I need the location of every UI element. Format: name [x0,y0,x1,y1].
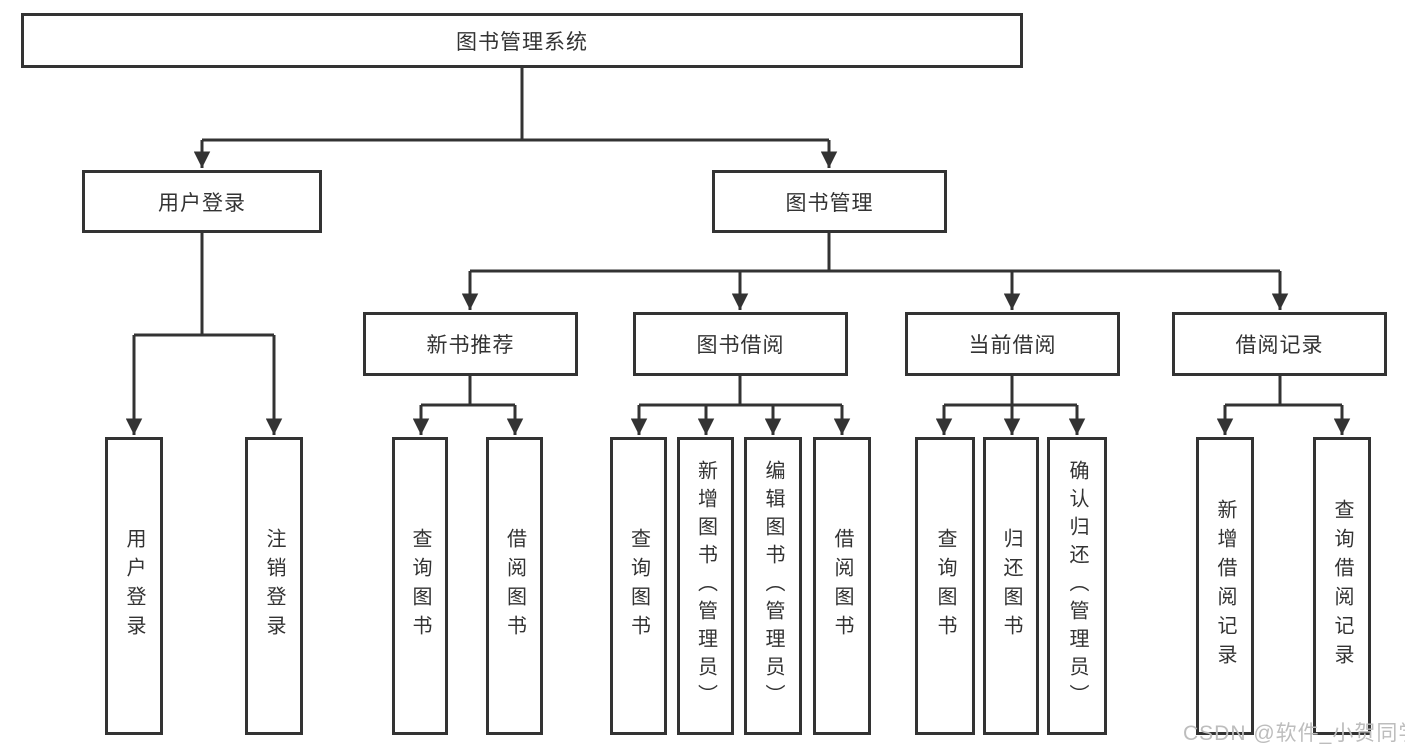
connector-borrow-records-children [1216,376,1351,435]
leaf-logout: 注销登录 [245,437,303,735]
connector-current-borrow-children [935,376,1086,435]
leaf-nb-query-books-label: 查询图书 [409,528,431,644]
leaf-br-add-record-label: 新增借阅记录 [1214,499,1236,673]
leaf-nb-query-books: 查询图书 [392,437,448,735]
node-book-mgmt-label: 图书管理 [785,191,874,215]
node-borrow-records-label: 借阅记录 [1235,334,1324,357]
node-book-borrow-label: 图书借阅 [696,334,785,357]
leaf-bb-query-books: 查询图书 [610,437,667,735]
node-current-borrow: 当前借阅 [905,312,1120,376]
leaf-cb-confirm-return-label: 确认归还（管理员） [1066,460,1088,712]
node-book-borrow: 图书借阅 [633,312,848,376]
leaf-cb-query-books-label: 查询图书 [934,528,956,644]
connector-user-login-children [125,233,283,435]
leaf-cb-return-books-label: 归还图书 [1000,528,1022,644]
leaf-bb-edit-books-label: 编辑图书（管理员） [762,460,784,712]
leaf-cb-confirm-return: 确认归还（管理员） [1047,437,1107,735]
node-root-system: 图书管理系统 [21,13,1023,68]
node-user-login-label: 用户登录 [158,191,246,215]
leaf-cb-query-books: 查询图书 [915,437,975,735]
leaf-br-query-record: 查询借阅记录 [1313,437,1371,735]
leaf-bb-edit-books: 编辑图书（管理员） [744,437,802,735]
node-borrow-records: 借阅记录 [1172,312,1387,376]
node-root-system-label: 图书管理系统 [456,30,588,54]
leaf-bb-query-books-label: 查询图书 [627,528,650,644]
leaf-br-add-record: 新增借阅记录 [1196,437,1254,735]
node-new-book-rec-label: 新书推荐 [426,334,515,357]
node-current-borrow-label: 当前借阅 [968,334,1057,357]
connector-book-borrow-children [630,376,851,435]
leaf-cb-return-books: 归还图书 [983,437,1039,735]
leaf-logout-label: 注销登录 [263,528,285,644]
leaf-br-query-record-label: 查询借阅记录 [1331,499,1353,673]
leaf-bb-borrow-books: 借阅图书 [813,437,871,735]
leaf-nb-borrow-books: 借阅图书 [486,437,543,735]
leaf-nb-borrow-books-label: 借阅图书 [503,528,526,644]
connector-book-mgmt-children [461,233,1289,310]
csdn-watermark: CSDN @软件_小贺同学 [1183,722,1405,745]
node-book-mgmt: 图书管理 [712,170,947,233]
leaf-bb-add-books: 新增图书（管理员） [677,437,734,735]
node-new-book-rec: 新书推荐 [363,312,578,376]
connector-root-to-level2 [193,68,838,168]
leaf-user-login: 用户登录 [105,437,163,735]
leaf-bb-borrow-books-label: 借阅图书 [831,528,853,644]
node-user-login: 用户登录 [82,170,322,233]
leaf-user-login-label: 用户登录 [123,528,145,644]
connector-new-book-children [412,376,524,435]
leaf-bb-add-books-label: 新增图书（管理员） [694,460,717,712]
